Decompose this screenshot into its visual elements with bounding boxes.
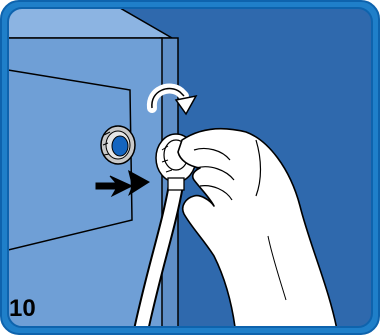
water-inlet-valve (101, 126, 135, 164)
step-number: 10 (9, 297, 36, 321)
